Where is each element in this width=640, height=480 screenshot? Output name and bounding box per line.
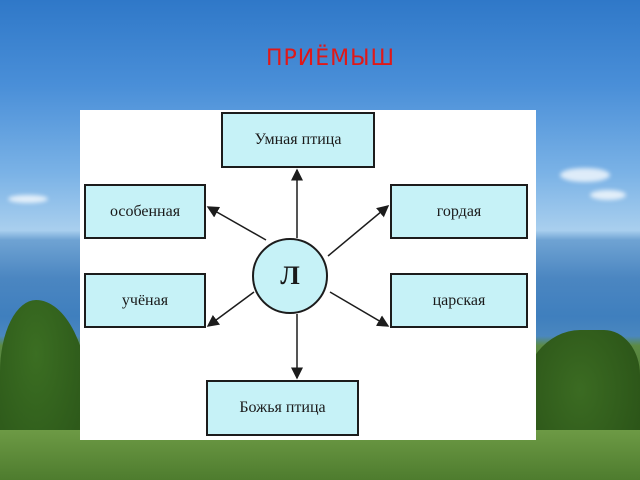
cloud (560, 168, 610, 182)
arrow-to-bottom-right (329, 291, 390, 327)
node-top-left: особенная (84, 184, 206, 239)
node-bottom-right: царская (390, 273, 528, 328)
arrow-to-top-right (327, 205, 390, 257)
node-bottom: Божья птица (206, 380, 359, 436)
node-bottom-left: учёная (84, 273, 206, 328)
cloud (8, 195, 48, 203)
node-top-right: гордая (390, 184, 528, 239)
arrow-to-bottom-left (206, 291, 255, 327)
arrow-to-top-left (206, 206, 267, 241)
node-top: Умная птица (221, 112, 375, 168)
cloud (590, 190, 626, 200)
center-node: Л (252, 238, 328, 314)
slide-title: ПРИЁМЫШ (266, 46, 396, 71)
